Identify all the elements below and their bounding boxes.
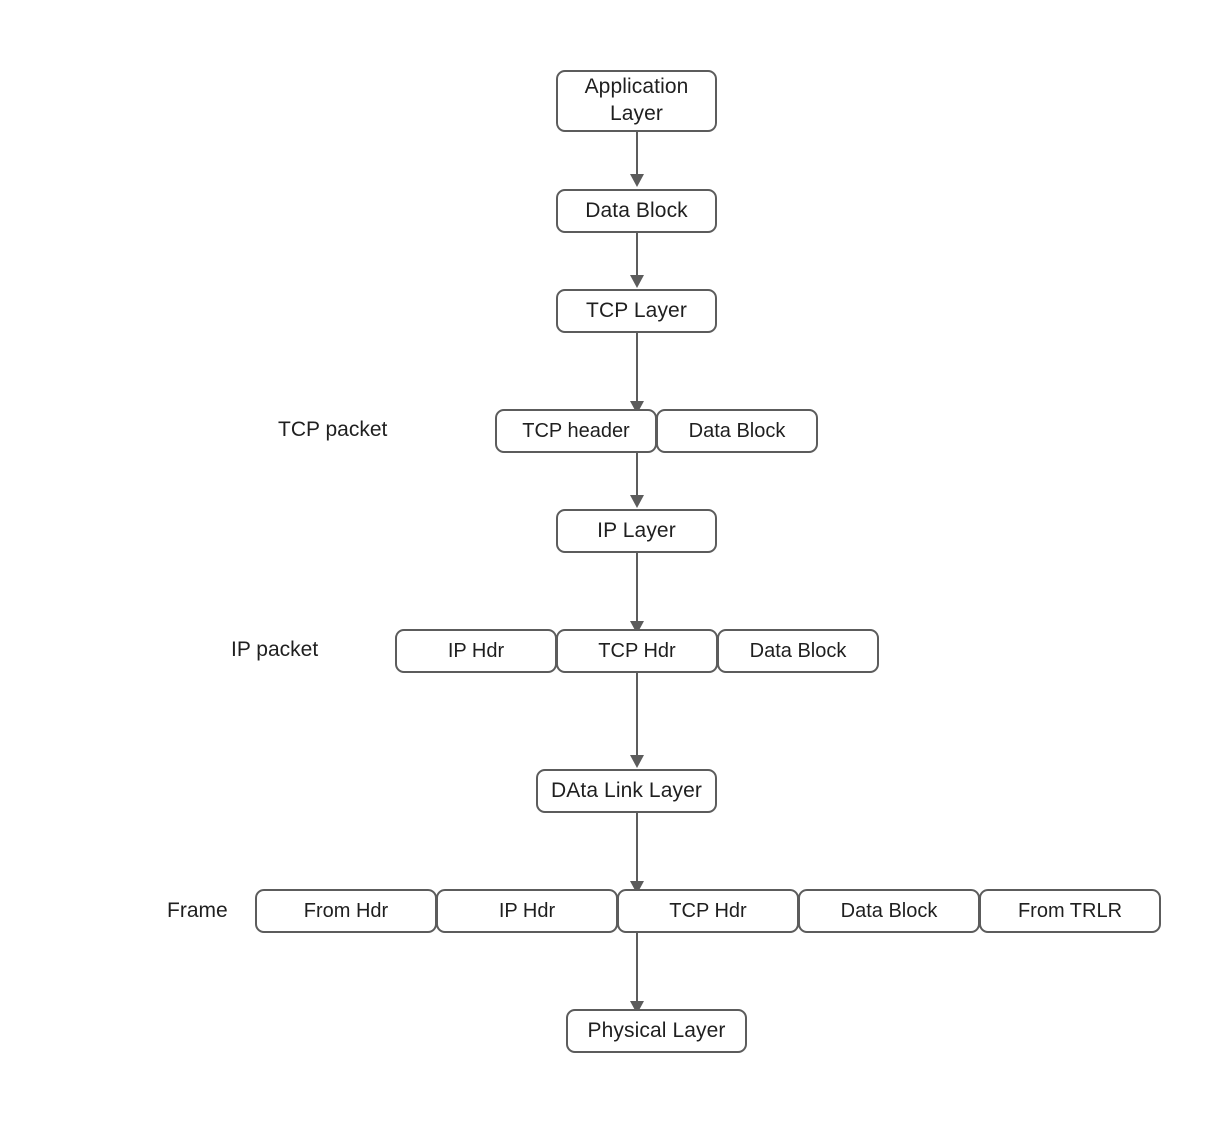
tcp-packet-segment-data-block[interactable]: Data Block [656, 409, 818, 453]
tcp-packet-segment-tcp-header[interactable]: TCP header [495, 409, 657, 453]
frame-segment-from-hdr[interactable]: From Hdr [255, 889, 437, 933]
frame-segment-ip-hdr[interactable]: IP Hdr [436, 889, 618, 933]
row-label-frame: Frame [167, 899, 228, 922]
ip-packet-segment-ip-hdr[interactable]: IP Hdr [395, 629, 557, 673]
frame-segment-tcp-hdr[interactable]: TCP Hdr [617, 889, 799, 933]
arrow-tcppacket-to-iplayer-head [630, 495, 644, 508]
arrow-iplayer-to-ippacket-line [636, 552, 638, 622]
node-data-link-layer[interactable]: DAta Link Layer [536, 769, 717, 813]
node-physical-layer[interactable]: Physical Layer [566, 1009, 747, 1053]
arrow-ippacket-to-datalink-line [636, 672, 638, 756]
ip-packet-segment-data-block[interactable]: Data Block [717, 629, 879, 673]
row-label-tcp-packet: TCP packet [278, 418, 388, 441]
arrow-application-to-datablock-head [630, 174, 644, 187]
arrow-ippacket-to-datalink-head [630, 755, 644, 768]
ip-packet-segment-tcp-hdr[interactable]: TCP Hdr [556, 629, 718, 673]
arrow-tcppacket-to-iplayer-line [636, 452, 638, 496]
arrow-datalink-to-frame-line [636, 812, 638, 882]
arrow-frame-to-physical-line [636, 932, 638, 1002]
node-application-layer[interactable]: Application Layer [556, 70, 717, 132]
arrow-application-to-datablock-line [636, 131, 638, 175]
arrow-datablock-to-tcplayer-line [636, 232, 638, 276]
arrow-datablock-to-tcplayer-head [630, 275, 644, 288]
node-data-block[interactable]: Data Block [556, 189, 717, 233]
node-tcp-layer[interactable]: TCP Layer [556, 289, 717, 333]
row-label-ip-packet: IP packet [231, 638, 319, 661]
frame-segment-from-trlr[interactable]: From TRLR [979, 889, 1161, 933]
node-ip-layer[interactable]: IP Layer [556, 509, 717, 553]
frame-segment-data-block[interactable]: Data Block [798, 889, 980, 933]
arrow-tcplayer-to-tcppacket-line [636, 332, 638, 402]
